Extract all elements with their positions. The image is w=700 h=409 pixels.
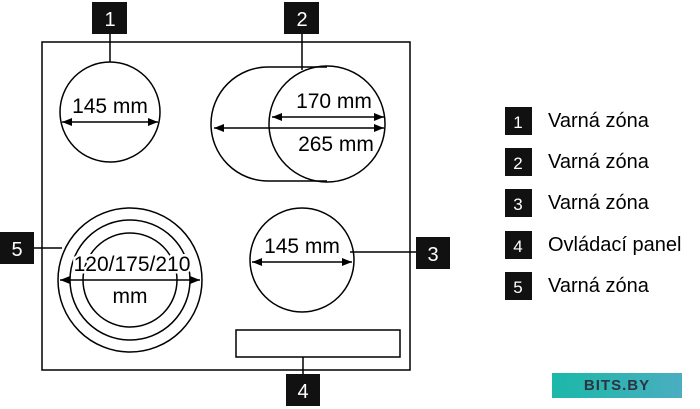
- svg-text:5: 5: [513, 278, 522, 297]
- callout-4: 4: [286, 374, 320, 406]
- zone-3-dimension: 145 mm: [264, 235, 340, 258]
- callout-2: 2: [284, 2, 319, 34]
- svg-text:3: 3: [427, 244, 438, 266]
- zone-5-dimension-line1: 120/175/210: [74, 253, 191, 276]
- legend-item: 1 Varná zóna: [505, 107, 650, 135]
- cooking-zone-2-extended: [210, 66, 327, 182]
- svg-text:3: 3: [513, 195, 522, 214]
- control-panel: [235, 329, 401, 358]
- svg-text:4: 4: [513, 237, 522, 256]
- svg-text:1: 1: [513, 113, 522, 132]
- cooking-zone-2: [268, 65, 386, 183]
- zone-2-outer-dimension: 265 mm: [298, 133, 374, 156]
- svg-text:1: 1: [104, 9, 115, 31]
- hob-outline: [41, 41, 411, 371]
- watermark-logo: BITS.BY: [552, 373, 682, 398]
- svg-text:4: 4: [297, 381, 308, 403]
- svg-text:Varná zóna: Varná zóna: [548, 192, 650, 214]
- callout-5: 5: [0, 232, 34, 264]
- cooking-zone-3: [249, 207, 355, 313]
- svg-text:Varná zóna: Varná zóna: [548, 110, 650, 132]
- zone-5-dimension-line2: mm: [113, 285, 148, 308]
- callout-3: 3: [416, 237, 450, 269]
- legend-item: 2 Varná zóna: [505, 148, 650, 176]
- svg-text:Varná zóna: Varná zóna: [548, 275, 650, 297]
- svg-text:2: 2: [513, 154, 522, 173]
- callout-1: 1: [92, 2, 127, 34]
- legend-item: 4 Ovládací panel: [505, 231, 681, 259]
- svg-text:5: 5: [11, 239, 22, 261]
- zone-2-inner-dimension: 170 mm: [296, 90, 372, 113]
- zone-1-dimension: 145 mm: [72, 95, 148, 118]
- legend-item: 3 Varná zóna: [505, 189, 650, 217]
- svg-text:Varná zóna: Varná zóna: [548, 151, 650, 173]
- svg-text:Ovládací panel: Ovládací panel: [548, 234, 681, 256]
- svg-text:2: 2: [296, 9, 307, 31]
- legend-item: 5 Varná zóna: [505, 272, 650, 300]
- cooking-zone-1: [59, 61, 161, 163]
